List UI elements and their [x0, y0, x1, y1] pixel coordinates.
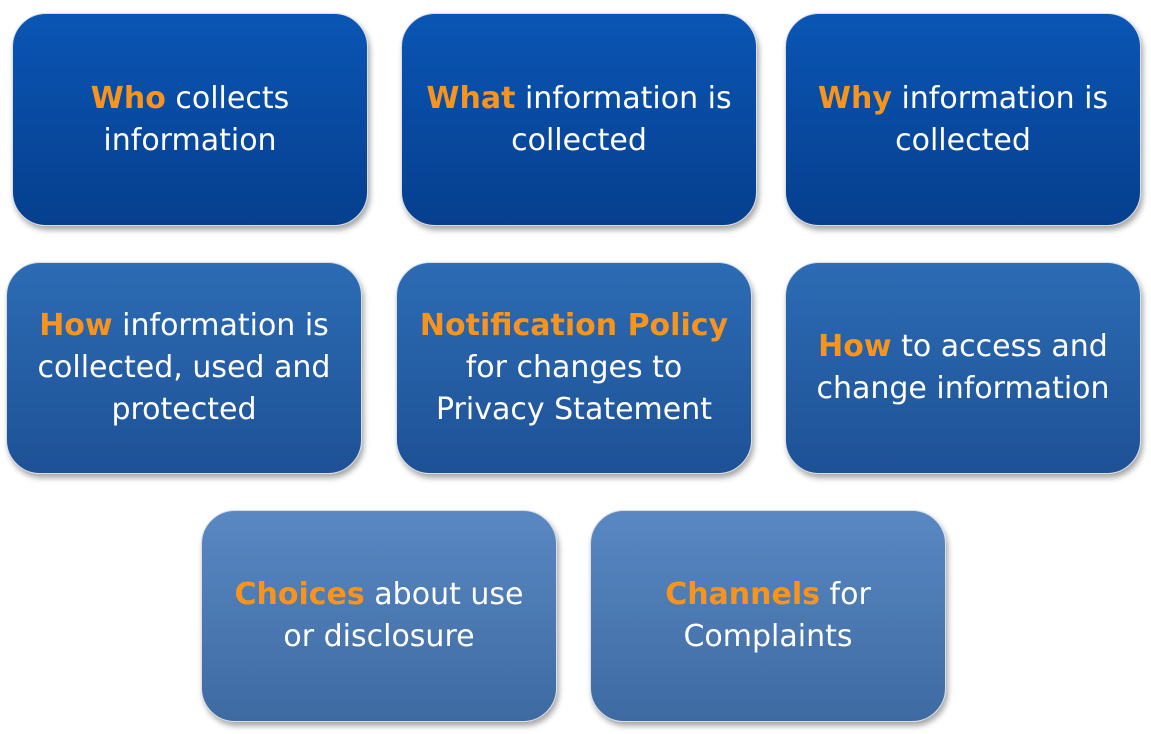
line1-text: information is [891, 80, 1109, 116]
keyword: Choices [234, 577, 365, 612]
line3-text: protected [111, 392, 257, 427]
box-why-collected: Why information is collected [785, 13, 1141, 226]
line1-text: collects [165, 80, 290, 116]
line1-text: about use [364, 577, 524, 612]
keyword: What [426, 80, 516, 116]
box-text: How information is collected, used and p… [38, 305, 331, 431]
box-how-access-change: How to access and change information [785, 262, 1141, 474]
box-text: Why information is collected [818, 78, 1108, 162]
line3-text: Privacy Statement [435, 392, 713, 427]
line1-text: to access and [891, 329, 1108, 364]
box-notification-policy: Notification Policy for changes to Priva… [396, 262, 752, 474]
line2-text: information [103, 122, 277, 158]
line1-text: information is [112, 308, 329, 343]
line1-text: for [820, 577, 871, 612]
box-text: How to access and change information [816, 326, 1109, 410]
box-what-collected: What information is collected [401, 13, 757, 226]
keyword: How [39, 308, 113, 343]
line2-text: collected, used and [37, 350, 331, 385]
box-channels-complaints: Channels for Complaints [590, 510, 946, 722]
keyword: Who [90, 80, 166, 116]
line2-text: change information [816, 371, 1110, 406]
line2-text: or disclosure [283, 619, 475, 654]
line2-text: Complaints [683, 619, 853, 654]
box-text: Channels for Complaints [665, 574, 871, 658]
box-choices-use-disclosure: Choices about use or disclosure [201, 510, 557, 722]
box-who-collects: Who collects information [12, 13, 368, 226]
box-text: Notification Policy for changes to Priva… [420, 305, 728, 431]
line1-text: information is [515, 80, 732, 116]
keyword: Channels [665, 577, 821, 612]
line2-text: for changes to [465, 350, 683, 385]
line2-text: collected [895, 122, 1031, 158]
box-text: Choices about use or disclosure [235, 574, 524, 658]
box-text: Who collects information [91, 78, 289, 162]
keyword: How [818, 329, 892, 364]
line2-text: collected [511, 122, 647, 158]
keyword: Notification Policy [419, 308, 729, 343]
box-text: What information is collected [426, 78, 731, 162]
box-how-collected-used-protected: How information is collected, used and p… [6, 262, 362, 474]
keyword: Why [817, 80, 892, 116]
